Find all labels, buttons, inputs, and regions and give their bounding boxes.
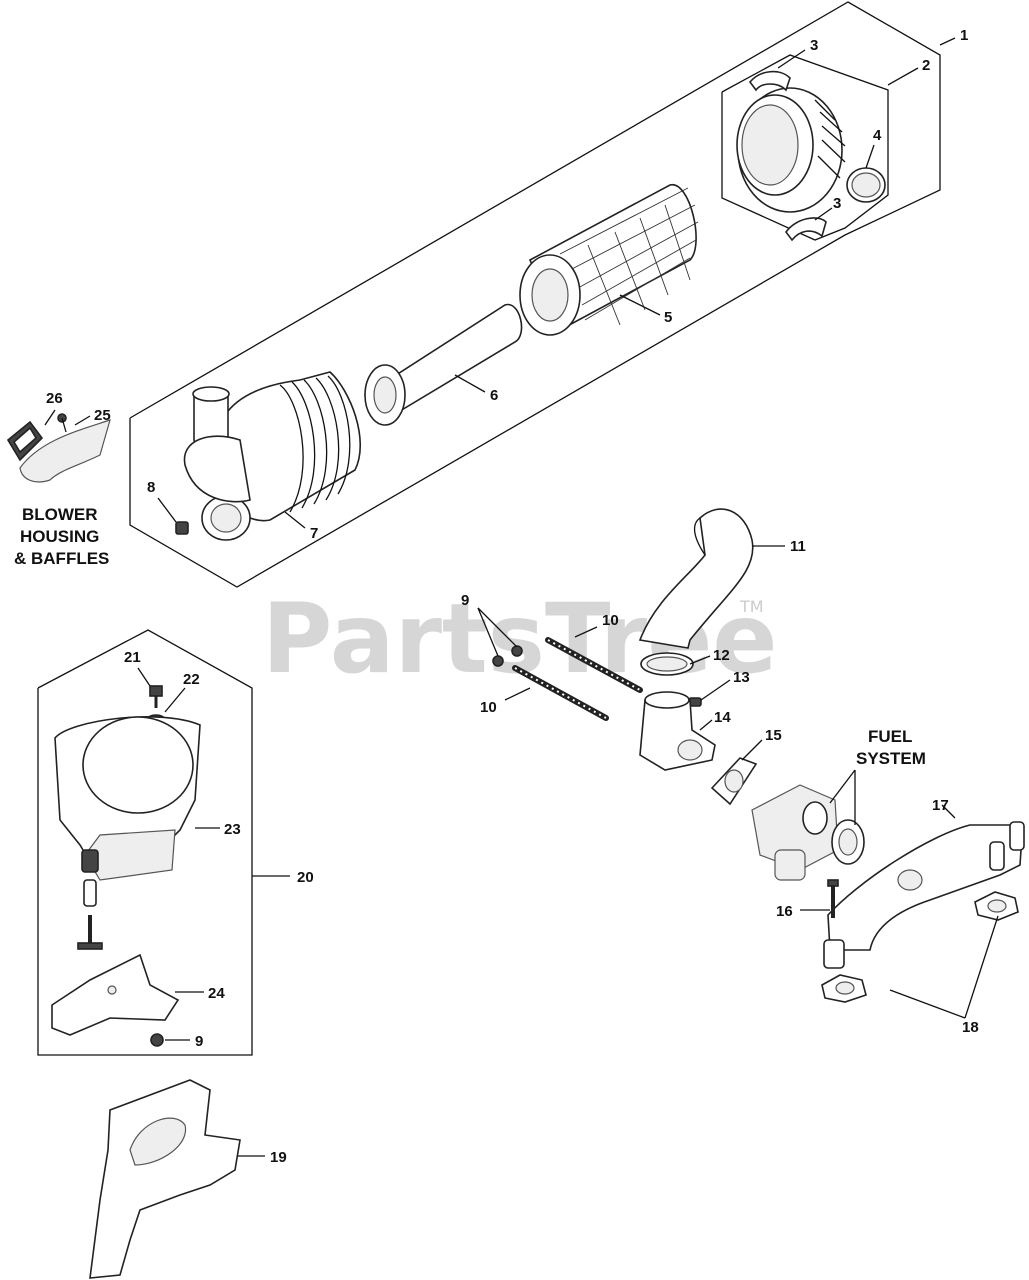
cover-clip-top[interactable] — [748, 70, 791, 92]
cover-clip-bottom[interactable] — [785, 217, 827, 242]
bracket-nut[interactable] — [150, 1033, 164, 1047]
carburetor — [751, 784, 865, 881]
callout-10-upper: 10 — [602, 612, 619, 629]
air-cleaner-assembly-outline — [129, 1, 941, 588]
fuel-system-note: FUEL SYSTEM — [856, 727, 926, 768]
callout-7: 7 — [310, 525, 318, 542]
stud-lower[interactable] — [512, 665, 609, 721]
callout-8: 8 — [147, 479, 155, 496]
air-filter-element[interactable] — [519, 184, 699, 336]
cylinder-baffle[interactable] — [89, 1079, 241, 1279]
callout-12: 12 — [713, 647, 730, 664]
inner-safety-filter[interactable] — [363, 303, 523, 426]
manifold-bolt[interactable] — [827, 879, 839, 918]
callouts: 1 2 3 4 3 5 6 7 8 26 25 11 9 10 10 12 13… — [46, 27, 979, 1166]
note-fuel-line2: SYSTEM — [856, 749, 926, 768]
callout-1: 1 — [960, 27, 968, 44]
watermark-trademark: TM — [739, 597, 764, 616]
shroud-bracket[interactable] — [51, 953, 180, 1036]
callout-9-upper: 9 — [461, 592, 469, 609]
air-cleaner-housing[interactable] — [183, 371, 361, 541]
blower-screw[interactable] — [57, 413, 67, 433]
callout-11: 11 — [790, 538, 806, 555]
manifold-gasket-right[interactable] — [974, 891, 1019, 921]
housing-fitting[interactable] — [175, 521, 189, 535]
leader-lines — [44, 37, 999, 1157]
nut-upper[interactable] — [511, 645, 523, 657]
callout-13: 13 — [733, 669, 750, 686]
callout-4: 4 — [873, 127, 882, 144]
hose-clamp[interactable] — [640, 652, 694, 676]
blower-shroud[interactable] — [54, 716, 201, 881]
callout-5: 5 — [664, 309, 672, 326]
callout-20: 20 — [297, 869, 314, 886]
callout-18: 18 — [962, 1019, 979, 1036]
elbow-gasket[interactable] — [710, 757, 758, 806]
intake-manifold[interactable] — [823, 821, 1025, 969]
blower-seal[interactable] — [6, 420, 44, 462]
callout-3-top: 3 — [810, 37, 818, 54]
callout-6: 6 — [490, 387, 498, 404]
nut-lower[interactable] — [492, 655, 504, 667]
blower-housing-note: BLOWER HOUSING & BAFFLES — [14, 505, 109, 568]
callout-25: 25 — [94, 407, 111, 424]
intake-elbow[interactable] — [639, 691, 716, 771]
cover-seal-ring[interactable] — [846, 167, 886, 203]
callout-3-bottom: 3 — [833, 195, 841, 212]
callout-17: 17 — [932, 797, 949, 814]
callout-21: 21 — [124, 649, 141, 666]
note-blower-line1: BLOWER — [22, 505, 98, 524]
air-cleaner-cover[interactable] — [736, 87, 846, 213]
callout-19: 19 — [270, 1149, 287, 1166]
note-blower-line2: HOUSING — [20, 527, 99, 546]
note-blower-line3: & BAFFLES — [14, 549, 109, 568]
mount-spring[interactable] — [81, 849, 99, 873]
callout-23: 23 — [224, 821, 241, 838]
note-fuel-line1: FUEL — [868, 727, 912, 746]
intake-hose[interactable] — [638, 508, 754, 649]
callout-2: 2 — [922, 57, 930, 74]
callout-24: 24 — [208, 985, 225, 1002]
manifold-gasket-left[interactable] — [821, 974, 867, 1003]
callout-10-lower: 10 — [480, 699, 497, 716]
callout-22: 22 — [183, 671, 200, 688]
callout-26: 26 — [46, 390, 63, 407]
callout-16: 16 — [776, 903, 793, 920]
mount-bolt[interactable] — [77, 915, 103, 950]
blower-baffle — [19, 419, 111, 483]
stud-upper[interactable] — [545, 637, 643, 693]
shroud-bolt[interactable] — [149, 685, 163, 708]
callout-15: 15 — [765, 727, 782, 744]
callout-14: 14 — [714, 709, 731, 726]
mount-spacer[interactable] — [83, 879, 97, 907]
callout-9-lower: 9 — [195, 1033, 203, 1050]
shroud-assembly-outline — [37, 629, 253, 1056]
